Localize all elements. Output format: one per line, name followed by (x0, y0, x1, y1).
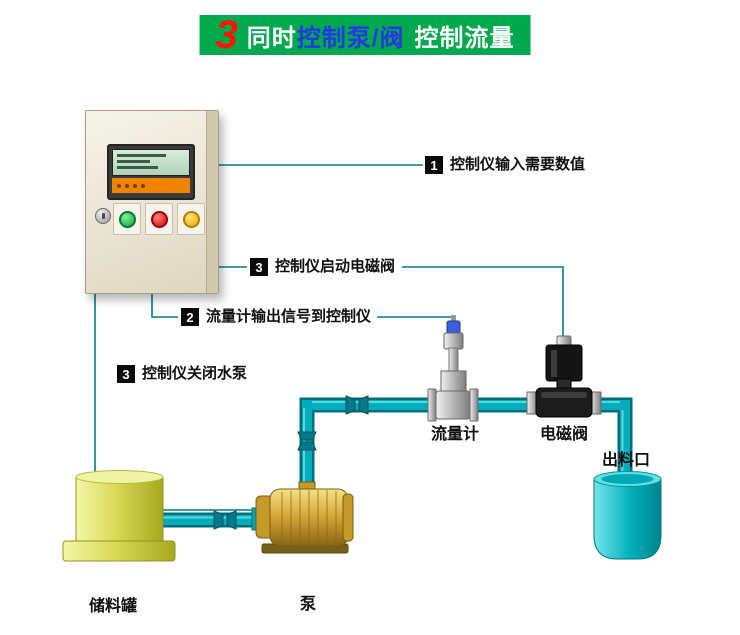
valve-body-highlight (541, 392, 587, 398)
lcd-reading-line (117, 154, 166, 157)
tank-base (62, 540, 176, 562)
title-text-2: 控制流量 (414, 24, 515, 52)
callout-number-badge: 3 (250, 258, 268, 276)
callout-stop-pump: 3 控制仪关闭水泵 (117, 365, 247, 383)
pump-motor-ribs (281, 490, 337, 545)
storage-tank (62, 470, 176, 562)
flow-meter-cap (446, 320, 461, 335)
outlet-rim-inner (601, 474, 654, 484)
title-text-highlight: 控制泵/阀 (296, 24, 405, 52)
controller-key-panel (112, 178, 190, 193)
lcd-reading-line (117, 160, 150, 163)
flow-meter-head (443, 332, 464, 350)
storage-tank-label: 储料罐 (89, 598, 138, 615)
red-button (150, 210, 168, 228)
flow-meter-stem (448, 347, 459, 374)
flow-meter-label: 流量计 (431, 426, 480, 443)
signal-line-callout3a-to-valve (402, 266, 564, 345)
controller-key (117, 183, 121, 188)
callout-text: 流量计输出信号到控制仪 (206, 308, 372, 325)
title-text-1: 同时 (246, 24, 297, 52)
pipe-couplings (213, 395, 369, 530)
coupling-tank-pipe (213, 510, 224, 530)
coupling-riser-pipe (297, 441, 317, 451)
pump-end-cap (342, 493, 354, 542)
callout-number-badge: 2 (181, 308, 199, 326)
flow-meter-body (435, 390, 471, 420)
controller-key (141, 183, 145, 188)
title-step-number: 3 (215, 13, 238, 57)
cabinet-button-red-plate (145, 203, 173, 235)
pump-label: 泵 (300, 596, 317, 613)
control-cabinet (85, 110, 219, 294)
controller-lcd-screen (112, 149, 190, 176)
callout-flowmeter-signal: 2 流量计输出信号到控制仪 (181, 308, 371, 326)
tank-body (75, 476, 164, 542)
outlet-body (593, 478, 662, 560)
signal-line-callout2-to-flowmeter (377, 316, 453, 330)
coupling-tank-pipe (226, 510, 237, 530)
keyhole-icon (101, 213, 105, 219)
solenoid-valve (526, 335, 602, 418)
flow-meter-flange-right (469, 388, 479, 422)
cabinet-door-edge (206, 111, 218, 293)
callout-text: 控制仪关闭水泵 (142, 365, 248, 382)
solenoid-valve-label: 电磁阀 (540, 426, 589, 443)
pump (251, 481, 354, 554)
valve-coil-highlight (551, 350, 557, 377)
coupling-top-pipe (345, 395, 356, 415)
callout-start-valve: 3 控制仪启动电磁阀 (250, 258, 395, 276)
outlet-label: 出料口 (602, 452, 651, 469)
green-button (118, 210, 136, 228)
signal-line-callout2-left (151, 292, 178, 318)
controller-key (125, 183, 129, 188)
outlet-container (593, 471, 662, 560)
tank-top (75, 470, 164, 484)
coupling-riser-pipe (297, 431, 317, 441)
controller-key (133, 183, 137, 188)
title-banner: 3 同时 控制泵/阀 控制流量 (199, 13, 531, 57)
flow-meter-flange-left (427, 388, 437, 422)
pipe-highlights (152, 401, 624, 519)
flow-meter-hex (440, 370, 467, 393)
flow-meter-antenna (451, 315, 456, 323)
lcd-reading-line (117, 166, 158, 169)
coupling-top-pipe (358, 395, 369, 415)
callout-text: 控制仪启动电磁阀 (275, 258, 396, 275)
cabinet-button-green-plate (113, 203, 141, 235)
callout-number-badge: 3 (117, 365, 135, 383)
cabinet-lock-icon (95, 208, 111, 224)
yellow-button (182, 210, 200, 228)
callout-number-badge: 1 (425, 156, 443, 174)
controller-unit (107, 144, 195, 200)
callout-input-value: 1 控制仪输入需要数值 (425, 156, 585, 174)
flow-meter (427, 315, 479, 422)
callout-text: 控制仪输入需要数值 (450, 156, 586, 173)
cabinet-button-yellow-plate (177, 203, 205, 235)
